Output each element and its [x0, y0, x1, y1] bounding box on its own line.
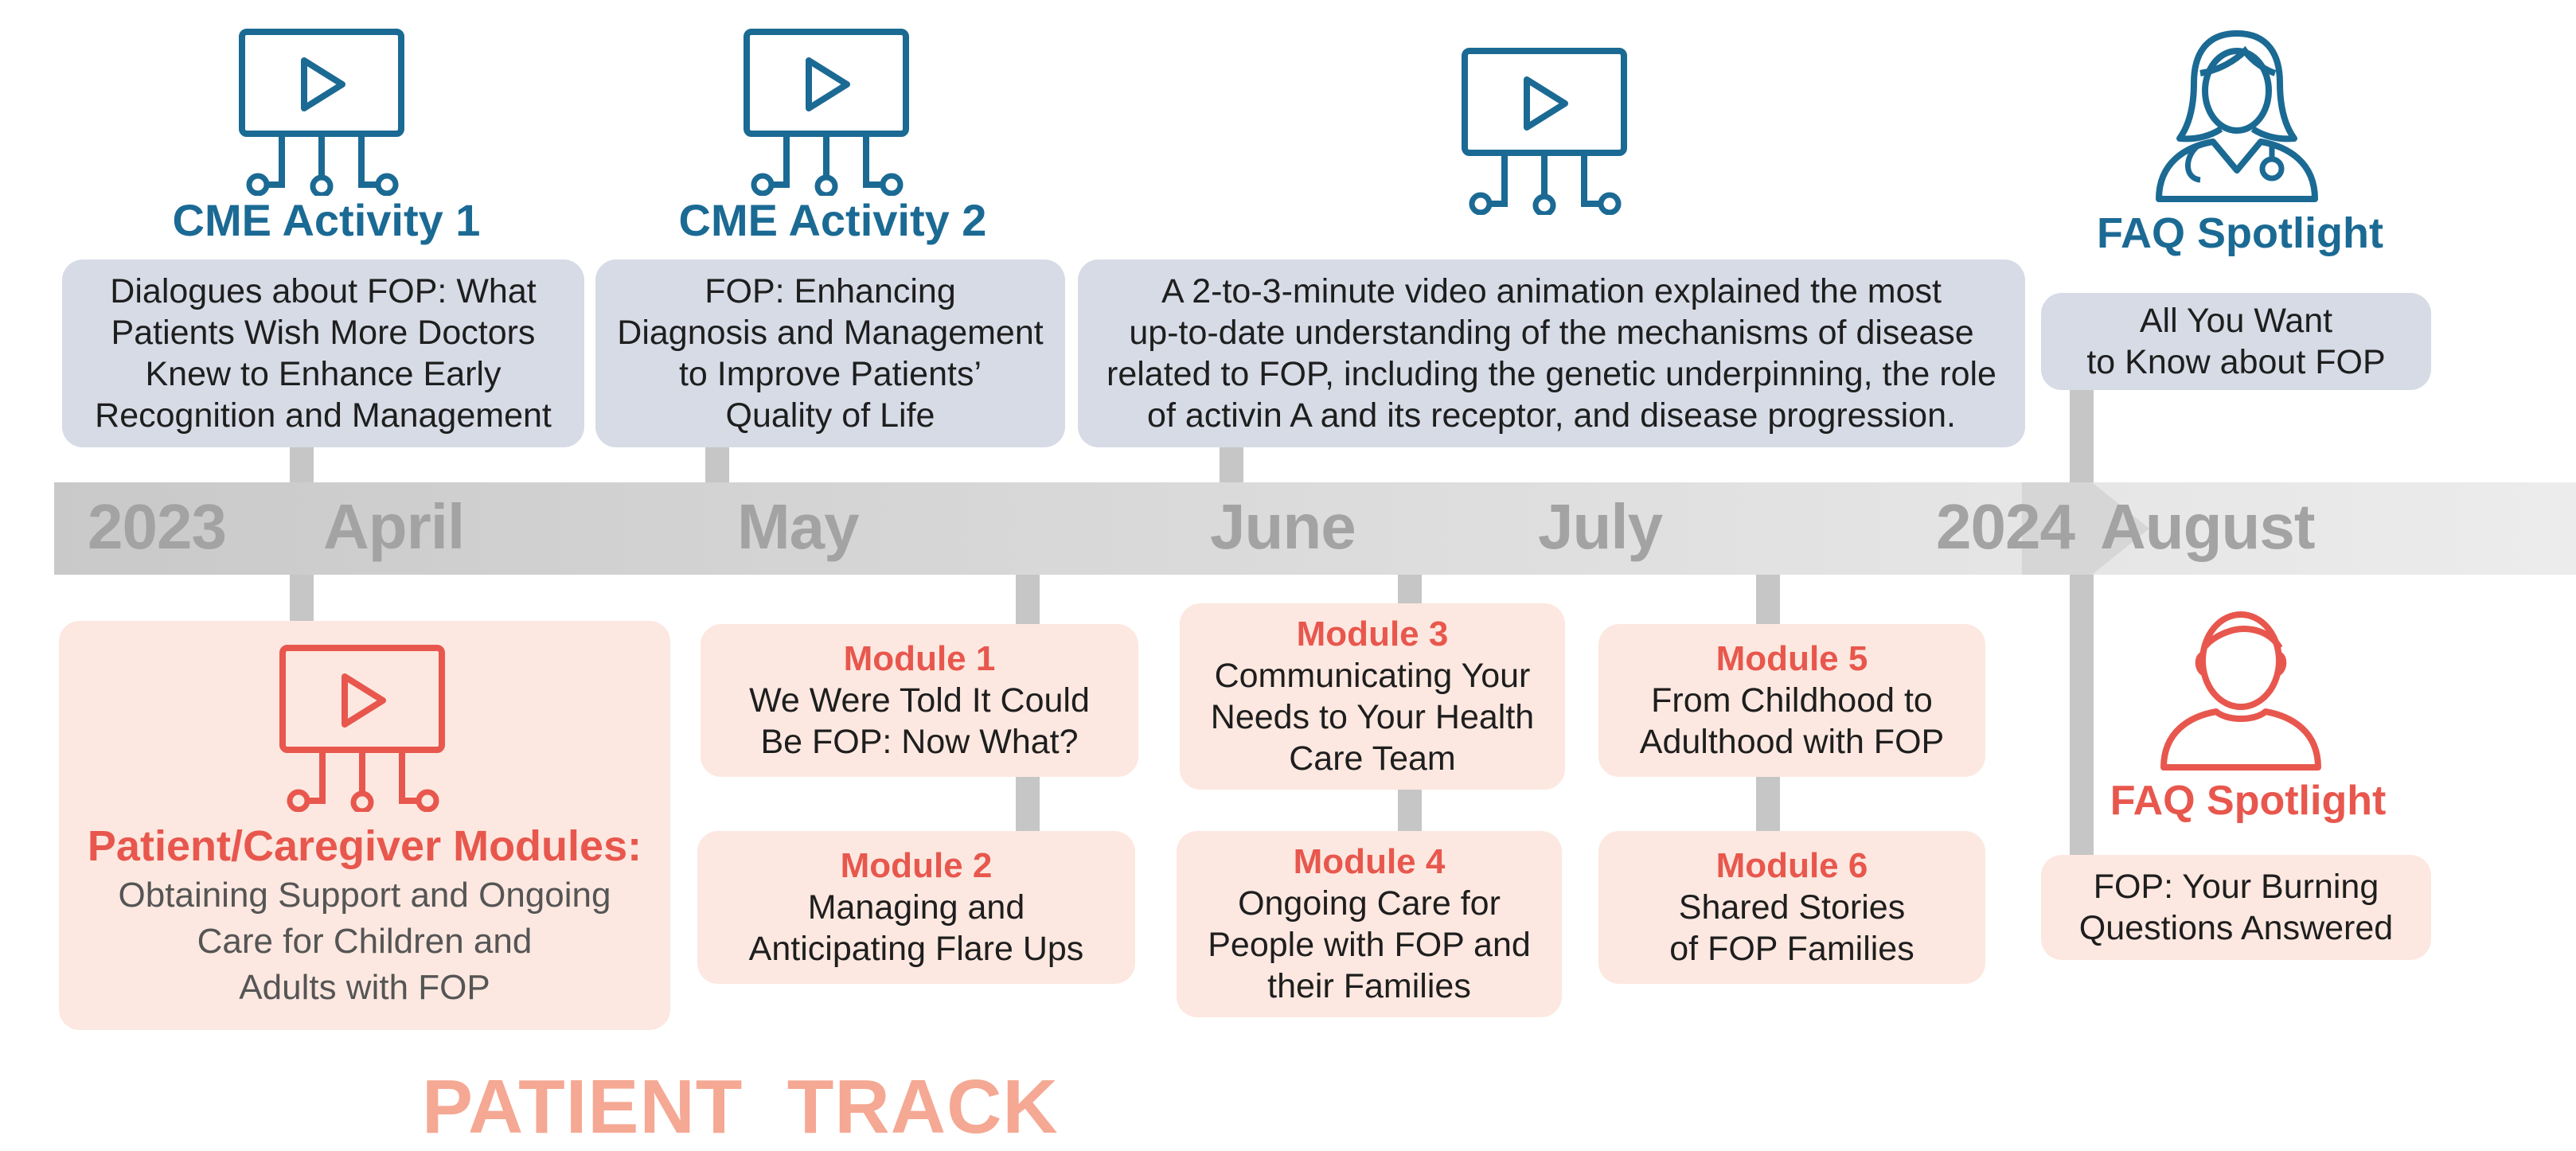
cme-animation-text: A 2-to-3-minute video animation explaine…	[1107, 272, 1996, 435]
cme-activity-1-title: CME Activity 1	[172, 195, 481, 245]
module-5-box: Module 5 From Childhood to Adulthood wit…	[1598, 624, 1985, 777]
cme-faq-title: FAQ Spotlight	[2097, 209, 2383, 257]
module-2-text: Managing and Anticipating Flare Ups	[748, 888, 1084, 968]
timeline-label-2024: 2024	[1936, 491, 2075, 562]
cme-activity-1-box: Dialogues about FOP: What Patients Wish …	[62, 259, 584, 447]
timeline-label-2023: 2023	[88, 491, 227, 562]
patient-main-box: Patient/Caregiver Modules: Obtaining Sup…	[59, 621, 670, 1030]
module-2-title: Module 2	[840, 846, 993, 885]
doctor-icon	[2156, 30, 2318, 202]
timeline-label-may: May	[737, 491, 860, 562]
person-icon	[2160, 611, 2321, 771]
cme-activity-2-box: FOP: Enhancing Diagnosis and Management …	[595, 259, 1065, 447]
cme-animation-box: A 2-to-3-minute video animation explaine…	[1078, 259, 2025, 447]
video-icon	[239, 29, 404, 196]
module-5-title: Module 5	[1715, 639, 1868, 678]
patient-faq-text: FOP: Your Burning Questions Answered	[2078, 868, 2394, 947]
cme-activity-2-title: CME Activity 2	[678, 195, 987, 245]
cme-faq-text: All You Want to Know about FOP	[2086, 302, 2386, 381]
timeline-label-june: June	[1210, 491, 1356, 562]
connector	[1220, 446, 1243, 486]
timeline-label-july: July	[1538, 491, 1663, 562]
module-3-text: Communicating Your Needs to Your Health …	[1210, 657, 1535, 778]
cme-faq-box: All You Want to Know about FOP	[2041, 293, 2431, 390]
module-6-box: Module 6 Shared Stories of FOP Families	[1598, 831, 1985, 984]
module-4-title: Module 4	[1293, 842, 1446, 881]
module-1-box: Module 1 We Were Told It Could Be FOP: N…	[701, 624, 1138, 777]
video-icon	[1462, 48, 1627, 215]
video-icon	[279, 645, 445, 812]
connector	[2070, 390, 2094, 860]
module-2-box: Module 2 Managing and Anticipating Flare…	[697, 831, 1135, 984]
module-5-text: From Childhood to Adulthood with FOP	[1639, 681, 1945, 761]
module-6-title: Module 6	[1715, 846, 1868, 885]
patient-track-label: PATIENT TRACK	[422, 1064, 1059, 1149]
patient-faq-box: FOP: Your Burning Questions Answered	[2041, 855, 2431, 960]
connector	[705, 446, 729, 486]
patient-faq-title: FAQ Spotlight	[2110, 778, 2387, 824]
patient-main-text: Obtaining Support and Ongoing Care for C…	[118, 876, 611, 1007]
timeline-label-april: April	[323, 491, 465, 562]
cme-activity-2-text: FOP: Enhancing Diagnosis and Management …	[617, 272, 1044, 435]
module-4-box: Module 4 Ongoing Care for People with FO…	[1177, 831, 1562, 1017]
module-3-title: Module 3	[1296, 615, 1449, 654]
video-icon	[744, 29, 909, 196]
cme-activity-1-text: Dialogues about FOP: What Patients Wish …	[95, 272, 552, 435]
module-6-text: Shared Stories of FOP Families	[1669, 888, 1914, 968]
timeline-band	[54, 482, 2576, 575]
patient-main-title: Patient/Caregiver Modules:	[87, 822, 642, 870]
module-1-title: Module 1	[843, 639, 996, 678]
module-3-box: Module 3 Communicating Your Needs to You…	[1180, 603, 1565, 790]
module-4-text: Ongoing Care for People with FOP and the…	[1208, 884, 1531, 1005]
module-1-text: We Were Told It Could Be FOP: Now What?	[749, 681, 1090, 761]
timeline-label-august: August	[2100, 491, 2316, 562]
